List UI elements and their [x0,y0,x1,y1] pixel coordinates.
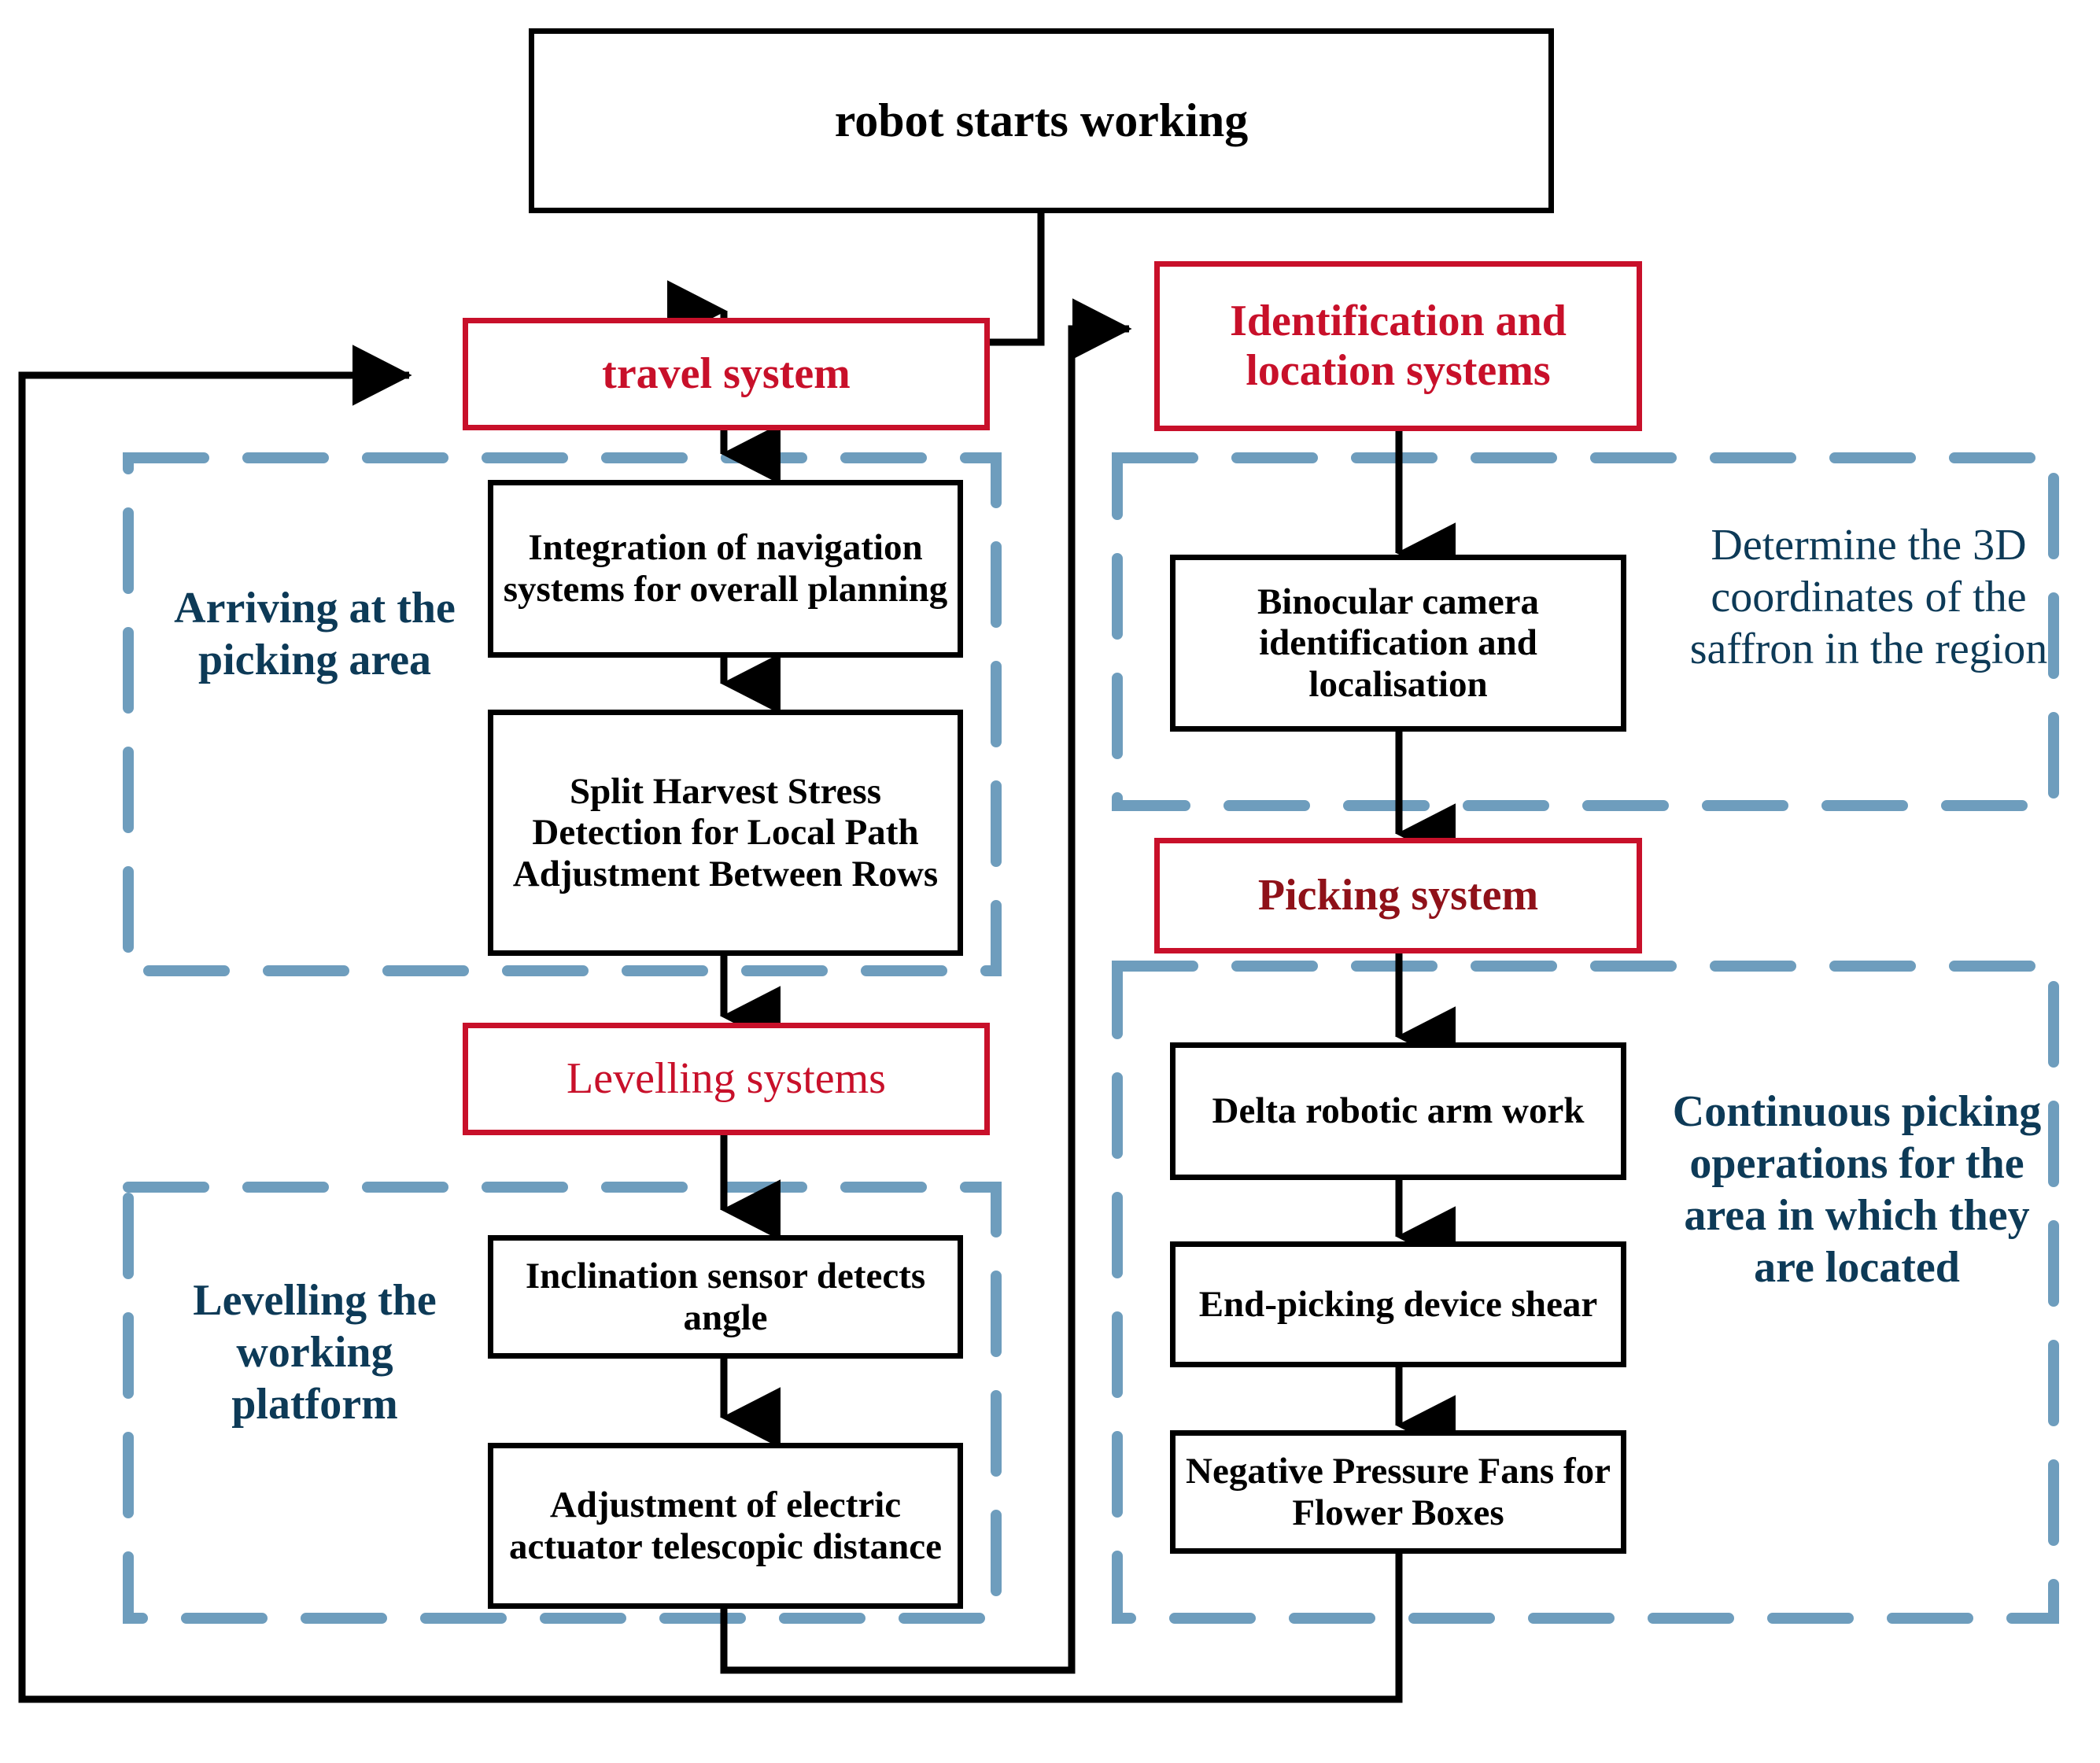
node-label: Adjustment of electric actuator telescop… [509,1484,942,1567]
node-label: robot starts working [834,94,1249,146]
node-split-harvest-stress-detection[interactable]: Split Harvest Stress Detection for Local… [488,710,963,956]
node-label: End-picking device shear [1198,1283,1598,1325]
node-end-picking-device-shear[interactable]: End-picking device shear [1170,1241,1626,1367]
dashed-group-levelling [123,1182,1002,1624]
node-actuator-adjustment[interactable]: Adjustment of electric actuator telescop… [488,1443,963,1609]
node-picking-system[interactable]: Picking system [1154,838,1642,953]
group-label-text: Continuous picking operations for the ar… [1672,1087,2042,1293]
node-binocular-camera[interactable]: Binocular camera identification and loca… [1170,555,1626,732]
group-label-arriving-at-picking-area: Arriving at the picking area [173,582,456,686]
node-inclination-sensor[interactable]: Inclination sensor detects angle [488,1235,963,1359]
node-levelling-systems[interactable]: Levelling systems [463,1023,990,1135]
node-label: Negative Pressure Fans for Flower Boxes [1186,1450,1611,1533]
node-label: Inclination sensor detects angle [525,1255,926,1338]
connector-actuator-to-identification [720,298,1132,1674]
group-label-text: Levelling the working platform [193,1276,437,1429]
node-label: Delta robotic arm work [1212,1090,1585,1132]
group-label-determine-3d-coordinates: Determine the 3D coordinates of the saff… [1676,519,2061,675]
node-robot-starts-working[interactable]: robot starts working [529,28,1554,213]
dashed-group-continuous [1112,961,2059,1624]
dashed-group-arriving [123,452,1002,976]
node-travel-system[interactable]: travel system [463,318,990,430]
node-label: Binocular camera identification and loca… [1257,581,1540,705]
node-delta-robotic-arm[interactable]: Delta robotic arm work [1170,1042,1626,1180]
node-label: Levelling systems [567,1054,886,1104]
group-label-continuous-picking: Continuous picking operations for the ar… [1660,1086,2054,1293]
node-negative-pressure-fans[interactable]: Negative Pressure Fans for Flower Boxes [1170,1430,1626,1554]
group-label-levelling-working-platform: Levelling the working platform [173,1274,456,1430]
group-label-text: Determine the 3D coordinates of the saff… [1689,521,2048,674]
node-label: Split Harvest Stress Detection for Local… [512,770,939,894]
group-label-text: Arriving at the picking area [174,584,456,685]
node-label: Picking system [1257,871,1539,920]
connector-fans-feedback-to-travel [18,345,1403,1703]
node-identification-location-systems[interactable]: Identification and location systems [1154,261,1642,431]
node-navigation-integration[interactable]: Integration of navigation systems for ov… [488,480,963,658]
dashed-group-determine [1112,452,2059,811]
node-label: travel system [602,349,851,399]
node-label: Identification and location systems [1230,297,1567,395]
node-label: Integration of navigation systems for ov… [503,527,948,610]
